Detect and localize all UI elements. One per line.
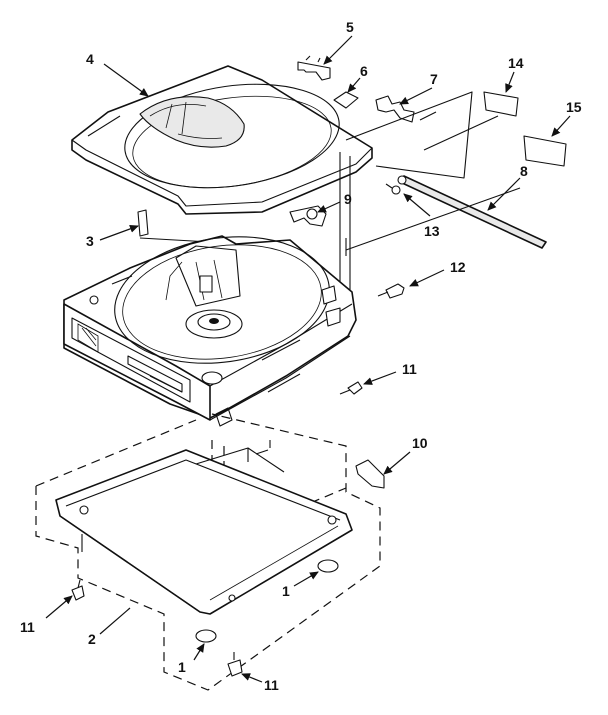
top-cover [71, 65, 373, 215]
screw-part-13 [385, 183, 401, 195]
callout-8: 8 [520, 163, 528, 179]
label-part-15 [523, 135, 567, 167]
callout-2: 2 [88, 631, 96, 647]
callout-labels: 5 4 6 7 14 15 8 9 13 3 12 11 10 11 2 1 1… [20, 19, 582, 693]
callout-11-mid: 11 [402, 361, 417, 377]
callout-1-left: 1 [178, 659, 186, 675]
shaft-part-8 [397, 175, 547, 249]
callout-4: 4 [86, 51, 94, 67]
callout-5: 5 [346, 19, 354, 35]
spacer-part-3 [137, 209, 149, 237]
screw-part-11-bottom [227, 652, 243, 677]
callout-7: 7 [430, 71, 438, 87]
callout-14: 14 [508, 55, 524, 71]
callout-6: 6 [360, 63, 368, 79]
callout-leaders [45, 35, 571, 683]
callout-11-bottom: 11 [264, 677, 279, 693]
bracket-part-10 [355, 459, 385, 489]
screw-part-12 [377, 283, 405, 299]
clip-part-6 [333, 91, 359, 109]
callout-3: 3 [86, 233, 94, 249]
assembly-guide-lines [139, 91, 521, 300]
screw-part-11-mid [339, 381, 363, 395]
callout-12: 12 [450, 259, 466, 275]
bracket-part-7 [375, 95, 415, 123]
callout-11-left: 11 [20, 619, 35, 635]
callout-13: 13 [424, 223, 440, 239]
callout-15: 15 [566, 99, 582, 115]
bracket-part-5 [297, 55, 331, 81]
bracket-part-9 [289, 205, 327, 227]
drive-chassis [63, 235, 357, 427]
foot-part-1 [195, 559, 339, 643]
screw-part-11-left [71, 579, 85, 601]
callout-1-right: 1 [282, 583, 290, 599]
callout-10: 10 [412, 435, 428, 451]
bottom-plate [55, 440, 353, 615]
callout-9: 9 [344, 191, 352, 207]
label-part-14 [483, 91, 519, 117]
